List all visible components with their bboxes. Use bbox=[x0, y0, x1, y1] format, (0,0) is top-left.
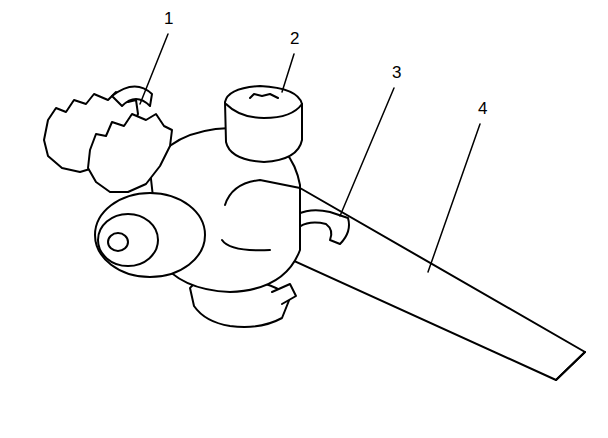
cap-detail bbox=[250, 94, 278, 98]
shaft-tube bbox=[270, 188, 585, 380]
cap-center bbox=[108, 233, 128, 251]
cap-face bbox=[98, 214, 158, 266]
cap-rim bbox=[226, 104, 302, 118]
shaft-end bbox=[556, 352, 585, 380]
leader-line bbox=[340, 88, 394, 216]
leader-line bbox=[282, 54, 294, 92]
callout-number: 3 bbox=[392, 64, 401, 81]
leader-lines bbox=[140, 34, 480, 272]
leader-line bbox=[140, 34, 168, 104]
callout-number: 1 bbox=[164, 10, 173, 27]
callout-number: 2 bbox=[290, 30, 299, 47]
bearing-cap-front bbox=[95, 193, 205, 277]
cap-clip bbox=[272, 284, 296, 304]
spline-gear-front bbox=[88, 114, 172, 192]
callout-number: 4 bbox=[478, 100, 487, 117]
bearing-cap-top bbox=[225, 86, 302, 162]
leader-line bbox=[428, 124, 480, 272]
yoke-neck bbox=[222, 180, 300, 250]
